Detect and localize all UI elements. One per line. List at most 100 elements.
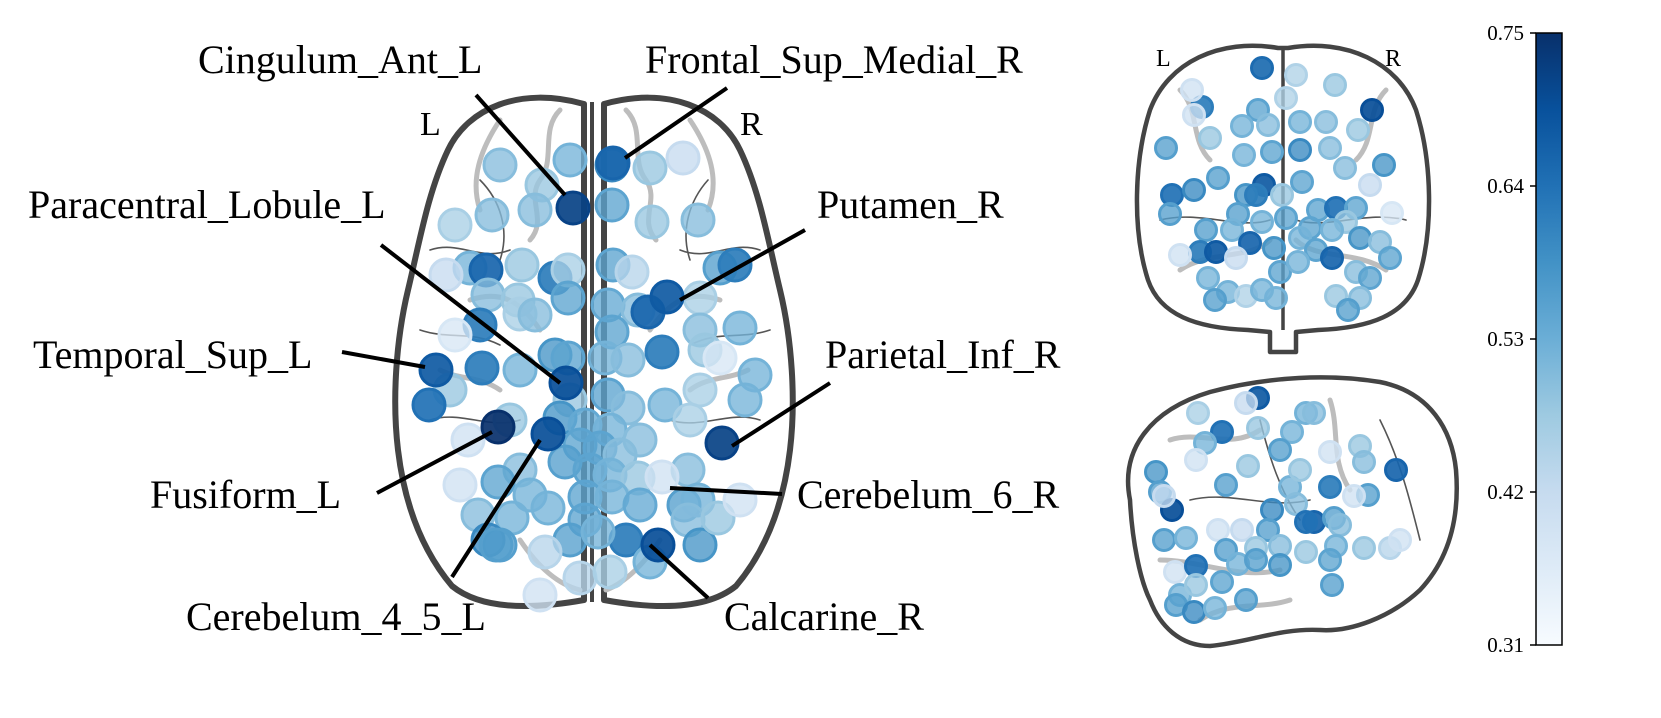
label-cingulum-ant-l: Cingulum_Ant_L bbox=[198, 37, 482, 82]
coronal-node bbox=[1358, 173, 1382, 197]
coronal-node bbox=[1232, 143, 1256, 167]
coronal-node bbox=[1238, 231, 1262, 255]
axial-leader-lines bbox=[341, 86, 832, 600]
axial-node-group bbox=[411, 140, 773, 613]
coronal-node bbox=[1250, 278, 1274, 302]
axial-node bbox=[680, 202, 716, 238]
node-fusiform-l bbox=[480, 409, 516, 445]
sagittal-node bbox=[1318, 548, 1342, 572]
coronal-node bbox=[1348, 226, 1372, 250]
sagittal-node bbox=[1144, 460, 1168, 484]
axial-node bbox=[428, 257, 464, 293]
coronal-node bbox=[1270, 183, 1294, 207]
coronal-node bbox=[1380, 201, 1404, 225]
sagittal-node bbox=[1174, 526, 1198, 550]
axial-brain-view: L R Cingulum_Ant_L Frontal_Sup_Medial_R … bbox=[28, 37, 1061, 639]
coronal-node bbox=[1318, 136, 1342, 160]
coronal-node bbox=[1286, 250, 1310, 274]
coronal-node bbox=[1274, 86, 1298, 110]
axial-node bbox=[517, 192, 553, 228]
axial-node bbox=[480, 464, 516, 500]
label-putamen-r: Putamen_R bbox=[817, 182, 1004, 227]
axial-node bbox=[682, 527, 718, 563]
sagittal-node bbox=[1352, 450, 1376, 474]
sagittal-node bbox=[1320, 573, 1344, 597]
coronal-node bbox=[1182, 178, 1206, 202]
axial-hemisphere-left-label: L bbox=[420, 106, 441, 143]
coronal-node bbox=[1260, 140, 1284, 164]
axial-node bbox=[632, 150, 668, 186]
coronal-node bbox=[1250, 210, 1274, 234]
leader-parietal-inf-r bbox=[730, 381, 832, 448]
sagittal-node bbox=[1234, 588, 1258, 612]
axial-node bbox=[527, 534, 563, 570]
sagittal-node bbox=[1206, 518, 1230, 542]
colorbar: 0.750.640.530.420.31 bbox=[1487, 21, 1563, 657]
sagittal-node bbox=[1288, 458, 1312, 482]
axial-node bbox=[727, 382, 763, 418]
sagittal-node bbox=[1246, 416, 1270, 440]
coronal-node bbox=[1288, 110, 1312, 134]
axial-node bbox=[634, 204, 670, 240]
sagittal-node bbox=[1184, 573, 1208, 597]
axial-node bbox=[474, 197, 510, 233]
coronal-node bbox=[1230, 114, 1254, 138]
sagittal-node bbox=[1163, 560, 1187, 584]
axial-node bbox=[522, 577, 558, 613]
axial-node bbox=[614, 254, 650, 290]
node-paracentral-lobule-l bbox=[548, 365, 584, 401]
coronal-node bbox=[1336, 298, 1360, 322]
colorbar-tick-label: 0.75 bbox=[1487, 21, 1524, 45]
sagittal-node bbox=[1256, 518, 1280, 542]
sagittal-node bbox=[1210, 420, 1234, 444]
coronal-node bbox=[1320, 218, 1344, 242]
sagittal-node bbox=[1388, 528, 1412, 552]
axial-node bbox=[437, 207, 473, 243]
colorbar-gradient bbox=[1535, 32, 1563, 646]
coronal-node bbox=[1256, 113, 1280, 137]
axial-node bbox=[464, 350, 500, 386]
axial-node bbox=[665, 140, 701, 176]
sagittal-node bbox=[1318, 475, 1342, 499]
sagittal-node bbox=[1302, 401, 1326, 425]
coronal-node bbox=[1262, 236, 1286, 260]
coronal-hemisphere-left-label: L bbox=[1156, 46, 1171, 72]
sagittal-node bbox=[1152, 484, 1176, 508]
coronal-brain-view: L R bbox=[1134, 43, 1432, 355]
axial-node bbox=[594, 187, 630, 223]
axial-node bbox=[550, 280, 586, 316]
sagittal-node bbox=[1294, 510, 1318, 534]
colorbar-tick-group: 0.750.640.530.420.31 bbox=[1487, 21, 1536, 657]
coronal-node bbox=[1182, 103, 1206, 127]
sagittal-node bbox=[1230, 518, 1254, 542]
sagittal-node bbox=[1152, 528, 1176, 552]
sagittal-brain-view bbox=[1125, 375, 1459, 649]
label-temporal-sup-l: Temporal_Sup_L bbox=[33, 332, 312, 377]
sagittal-node bbox=[1186, 401, 1210, 425]
coronal-node bbox=[1290, 170, 1314, 194]
axial-node bbox=[442, 467, 478, 503]
coronal-node bbox=[1333, 156, 1357, 180]
sagittal-node-group bbox=[1144, 386, 1412, 624]
label-frontal-sup-medial-r: Frontal_Sup_Medial_R bbox=[645, 37, 1023, 82]
label-cerebelum-4-5-l: Cerebelum_4_5_L bbox=[186, 594, 486, 639]
node-putamen-r bbox=[649, 279, 685, 315]
coronal-node bbox=[1284, 63, 1308, 87]
node-calcarine-r bbox=[640, 527, 676, 563]
coronal-node bbox=[1320, 246, 1344, 270]
coronal-node bbox=[1206, 166, 1230, 190]
axial-node bbox=[552, 142, 588, 178]
axial-node bbox=[411, 387, 447, 423]
coronal-node bbox=[1168, 243, 1192, 267]
axial-node bbox=[517, 297, 553, 333]
axial-node bbox=[437, 317, 473, 353]
axial-node bbox=[478, 527, 514, 563]
axial-node bbox=[530, 490, 566, 526]
coronal-node bbox=[1204, 240, 1228, 264]
coronal-node bbox=[1360, 98, 1384, 122]
axial-node bbox=[644, 334, 680, 370]
axial-node bbox=[580, 514, 616, 550]
sagittal-node bbox=[1234, 391, 1258, 415]
label-paracentral-lobule-l: Paracentral_Lobule_L bbox=[28, 182, 386, 227]
coronal-node bbox=[1154, 136, 1178, 160]
